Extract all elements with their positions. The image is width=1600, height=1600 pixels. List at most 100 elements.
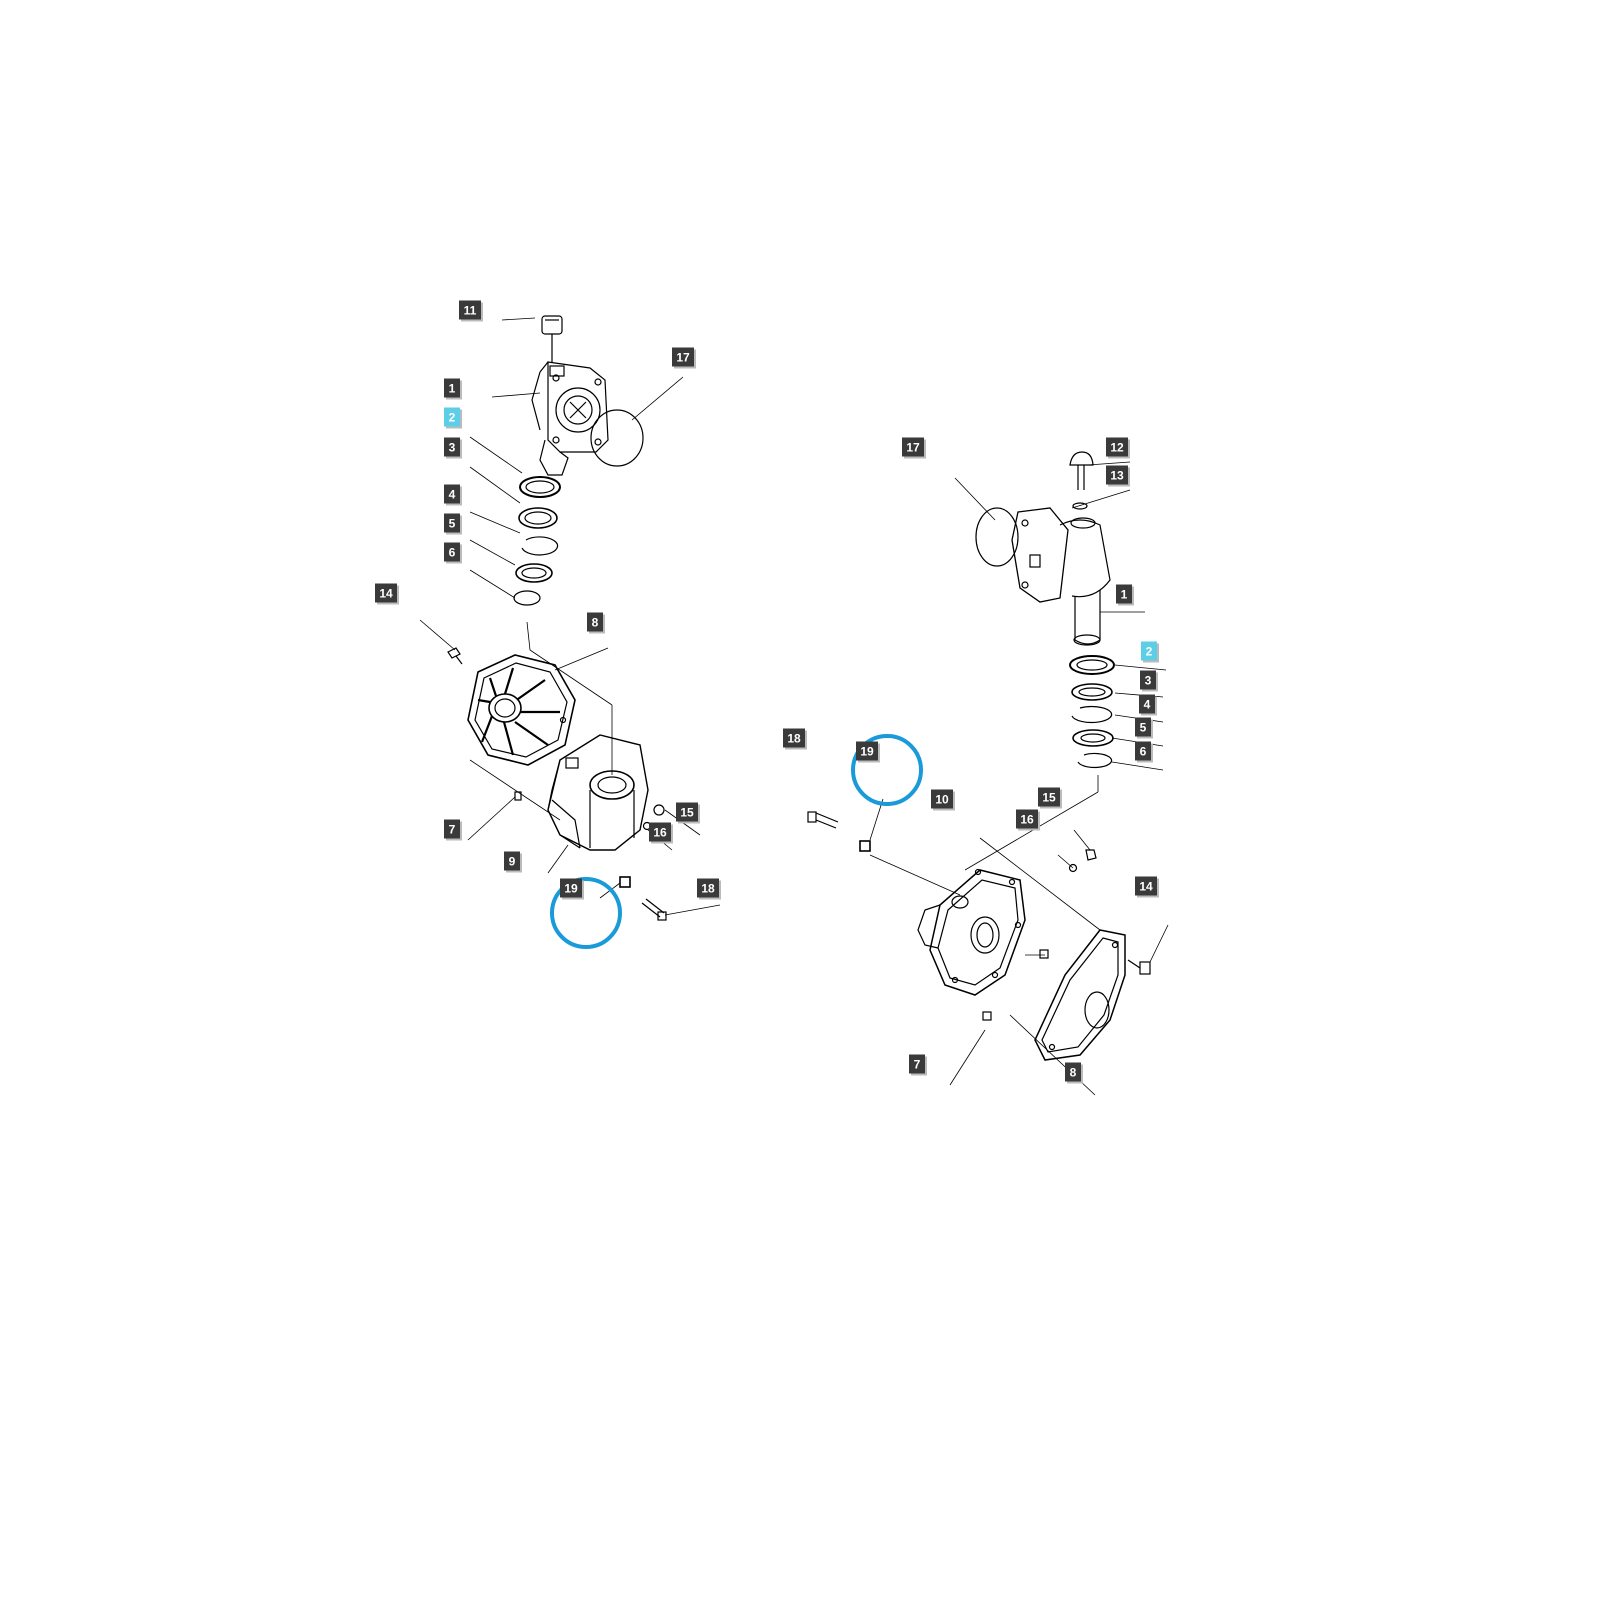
callout-l9: 9: [504, 851, 522, 873]
callout-l14: 14: [375, 583, 399, 605]
callout-number: 16: [1020, 813, 1034, 827]
left-part-18-bolt: [641, 898, 667, 921]
callout-box: [1135, 741, 1151, 761]
callout-box: [560, 878, 582, 898]
callout-l3: 3: [444, 437, 462, 459]
callout-box: [375, 583, 397, 603]
right-part-1-housing: [1011, 507, 1111, 646]
callout-r16: 16: [1016, 809, 1040, 831]
callout-l18: 18: [697, 878, 721, 900]
callout-r17: 17: [902, 437, 926, 459]
callout-r3: 3: [1140, 670, 1158, 692]
right-seal-stack: [1069, 655, 1115, 769]
callout-box: [931, 789, 953, 809]
callout-box: [783, 728, 805, 748]
callout-box: [1139, 694, 1155, 714]
left-part-1-housing: [531, 361, 609, 476]
left-leader-lines: [419, 317, 721, 916]
callout-box: [902, 437, 924, 457]
callout-number: 5: [449, 517, 456, 531]
callout-number: 8: [592, 616, 599, 630]
callout-l1: 1: [444, 378, 462, 400]
right-part-15-16: [1068, 849, 1097, 873]
callout-l17: 17: [672, 347, 696, 369]
callout-box: [672, 347, 694, 367]
callout-box: [697, 878, 719, 898]
callout-number: 2: [449, 411, 456, 425]
right-part-17-oring: [975, 507, 1019, 567]
callout-number: 8: [1070, 1066, 1077, 1080]
callout-l7: 7: [444, 819, 462, 841]
callout-number: 1: [1121, 588, 1128, 602]
callout-number: 13: [1110, 469, 1124, 483]
callout-r18: 18: [783, 728, 807, 750]
callout-box: [909, 1054, 925, 1074]
left-part-11-cap: [541, 315, 563, 362]
callout-box: [444, 407, 460, 427]
callout-box: [444, 819, 460, 839]
callout-box: [1135, 876, 1157, 896]
callout-r2: 2: [1141, 641, 1159, 663]
callout-box: [504, 851, 520, 871]
callout-r13: 13: [1106, 465, 1130, 487]
callout-number: 17: [676, 351, 690, 365]
callout-number: 7: [914, 1058, 921, 1072]
callout-number: 4: [449, 488, 456, 502]
callout-number: 15: [1042, 791, 1056, 805]
callout-box: [649, 822, 671, 842]
line-art: [419, 315, 1169, 1096]
callout-r5: 5: [1135, 717, 1153, 739]
callout-box: [444, 437, 460, 457]
right-leader-lines: [869, 461, 1169, 1096]
callout-number: 19: [860, 745, 874, 759]
highlight-circle-right-19: [851, 734, 923, 806]
callout-number: 11: [464, 304, 477, 318]
callout-l11: 11: [459, 300, 483, 322]
callout-l15: 15: [676, 802, 700, 824]
callout-l16: 16: [649, 822, 673, 844]
callout-number: 14: [379, 587, 393, 601]
callout-number: 3: [1145, 674, 1152, 688]
callout-number: 6: [449, 546, 456, 560]
callout-box: [587, 612, 603, 632]
left-part-8-cover: [467, 654, 576, 766]
callout-box: [1065, 1062, 1081, 1082]
callout-r19: 19: [856, 741, 880, 763]
callout-l8: 8: [587, 612, 605, 634]
callout-box: [459, 300, 481, 320]
callout-r15: 15: [1038, 787, 1062, 809]
callout-number: 18: [701, 882, 715, 896]
callout-r7: 7: [909, 1054, 927, 1076]
callout-box: [676, 802, 698, 822]
right-part-8-cover: [1034, 929, 1126, 1061]
callout-box: [1140, 670, 1156, 690]
callout-box: [1135, 717, 1151, 737]
right-part-18-bolt: [807, 811, 839, 829]
callout-box: [1016, 809, 1038, 829]
callout-box: [1106, 465, 1128, 485]
callout-r10: 10: [931, 789, 955, 811]
callout-number: 12: [1110, 441, 1124, 455]
callout-l19: 19: [560, 878, 584, 900]
callout-box: [1106, 437, 1128, 457]
right-part-14-bolt: [1127, 959, 1151, 975]
callout-l6: 6: [444, 542, 462, 564]
callout-box: [1141, 641, 1157, 661]
callout-number: 9: [509, 855, 516, 869]
callout-number: 14: [1139, 880, 1153, 894]
callout-r4: 4: [1139, 694, 1157, 716]
callout-number: 19: [564, 882, 578, 896]
highlight-circle-left-19: [550, 877, 622, 949]
callout-number: 5: [1140, 721, 1147, 735]
callout-box: [1116, 584, 1132, 604]
left-part-14-bolt: [447, 647, 463, 665]
callout-number: 16: [653, 826, 667, 840]
right-part-19-nut: [859, 840, 871, 852]
left-seal-stack: [513, 476, 561, 606]
callout-number: 6: [1140, 745, 1147, 759]
left-part-7-pin: [514, 791, 522, 801]
callout-number: 15: [680, 806, 694, 820]
callout-r8: 8: [1065, 1062, 1083, 1084]
